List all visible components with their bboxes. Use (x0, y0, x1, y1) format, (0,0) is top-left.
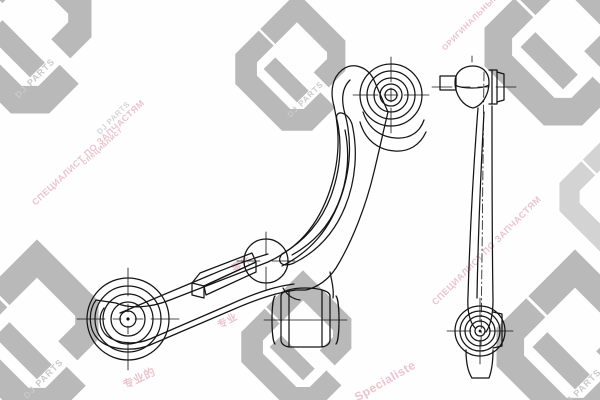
rear-bushing-ring-2 (110, 301, 146, 337)
stab-bushing-top (280, 287, 331, 297)
side-shaft-inner-line (476, 111, 485, 299)
front-view-group (76, 56, 430, 371)
dj-parts-logo-icon (539, 119, 600, 275)
center-hole-crosshair (236, 231, 296, 291)
side-bushing (446, 297, 514, 379)
arm-window-rib (291, 129, 349, 256)
side-bushing-crosshair (446, 297, 514, 365)
ball-joint-seam (454, 84, 490, 89)
rear-bushing-crosshair (76, 267, 180, 371)
side-view-group (431, 55, 517, 379)
upper-housing-skirt-2 (359, 121, 427, 152)
dj-parts-logo-icon: DJ PARTS (469, 241, 600, 400)
arm-lower-rib (119, 253, 269, 314)
dj-parts-logo-icon: DJ PARTS (0, 0, 136, 141)
arm-upper-window (279, 112, 356, 266)
arm-middle-tab-side (191, 282, 205, 299)
upper-bushing-ring-2 (379, 83, 403, 107)
rear-bushing-center-dot (126, 317, 130, 321)
center-hole (236, 231, 296, 291)
side-shaft-left-edge (467, 107, 479, 329)
arm-middle-tab-face (203, 261, 257, 296)
side-ball-joint (431, 55, 517, 109)
side-centerline (480, 71, 485, 349)
ball-joint-stud (439, 75, 457, 91)
side-bushing-side-plate (492, 311, 503, 349)
stabilizer-bushing (263, 287, 348, 348)
side-ball-joint-crosshair (431, 55, 517, 88)
ball-joint-dome (454, 65, 490, 109)
arm-inner-lower-edge (99, 283, 295, 344)
arm-middle-tab (191, 252, 257, 287)
arm-outline (89, 65, 389, 350)
dj-parts-logo-icon (457, 0, 600, 153)
upper-housing-skirt-1 (362, 111, 425, 139)
upper-bushing (352, 56, 430, 152)
arm-inner-upper-edge (281, 79, 351, 267)
side-shaft-right-edge (485, 105, 494, 333)
side-bushing-center-dot (478, 329, 482, 333)
rear-bushing (76, 267, 180, 371)
dj-parts-logo-icon: DJ PARTS (0, 231, 143, 400)
side-bushing-bore (474, 325, 486, 337)
arm-stub-left (282, 287, 301, 301)
upper-bushing-crosshair (352, 56, 430, 134)
stab-bushing-body (280, 295, 331, 348)
arm-stub-right (329, 271, 334, 299)
side-bushing-lug (465, 349, 494, 379)
dj-parts-logo-icon: DJ PARTS (214, 0, 381, 152)
